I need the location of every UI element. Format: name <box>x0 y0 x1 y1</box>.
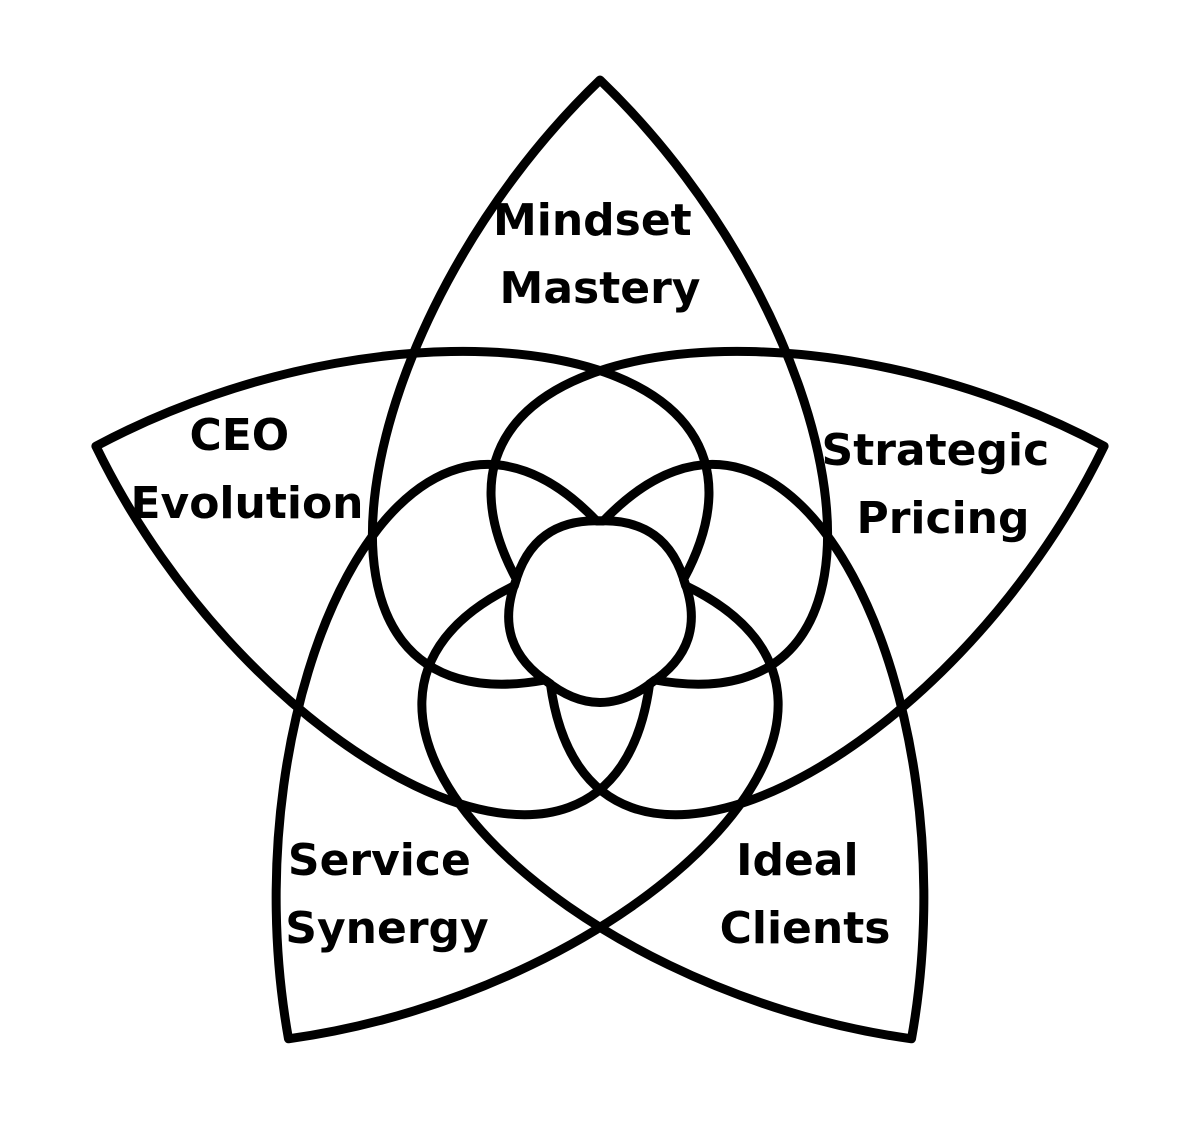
label-ceo-evolution: CEO Evolution <box>130 410 363 529</box>
label-line: Mindset <box>493 195 692 246</box>
petal-labels: Mindset Mastery Strategic Pricing Ideal … <box>130 195 1065 954</box>
label-strategic-pricing: Strategic Pricing <box>822 425 1065 544</box>
label-service-synergy: Service Synergy <box>285 835 488 954</box>
label-mindset-mastery: Mindset Mastery <box>493 195 707 314</box>
petal-outline-left <box>91 346 714 820</box>
label-line: Service <box>288 835 471 886</box>
label-line: Clients <box>720 903 891 954</box>
petal-outline-right <box>486 346 1109 820</box>
label-line: Mastery <box>500 263 701 314</box>
label-line: Evolution <box>130 478 363 529</box>
petal-outline-bottom-left <box>271 460 783 1044</box>
label-line: Strategic <box>822 425 1050 476</box>
petal-outline-top <box>368 75 832 707</box>
label-line: CEO <box>189 410 289 461</box>
petal-outline-bottom-right <box>417 460 929 1044</box>
label-line: Pricing <box>856 493 1029 544</box>
label-ideal-clients: Ideal Clients <box>720 835 891 954</box>
label-line: Ideal <box>736 835 858 886</box>
label-line: Synergy <box>285 903 488 954</box>
petal-outlines <box>91 75 1109 1044</box>
